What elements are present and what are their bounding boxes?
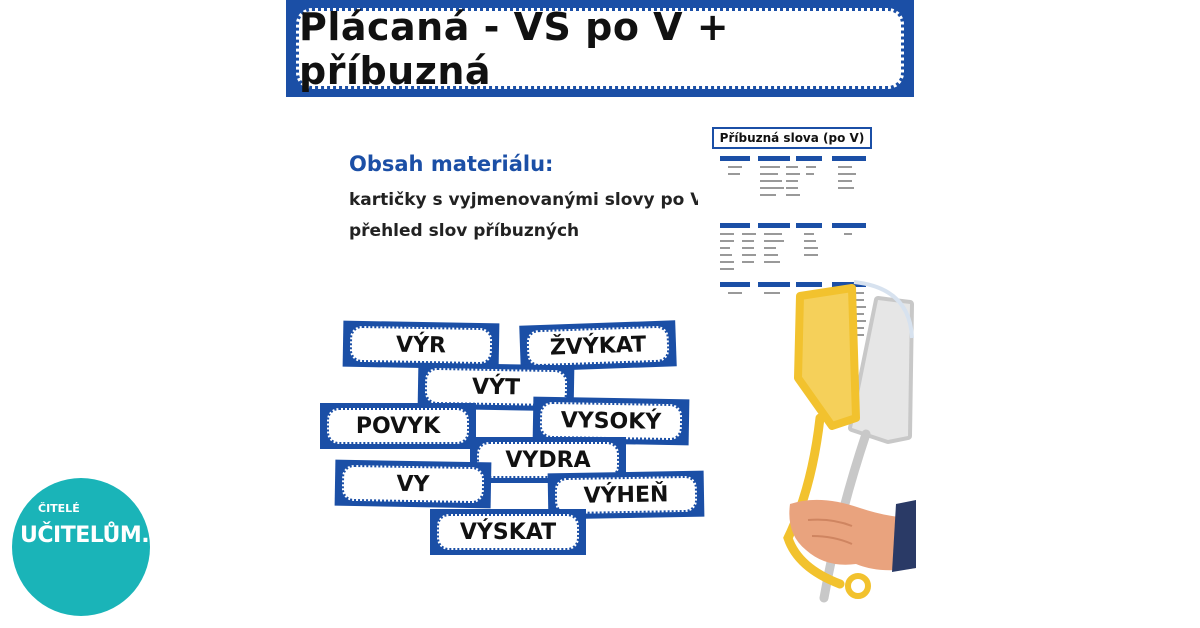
preview-text-line (760, 180, 782, 182)
preview-text-line (786, 180, 798, 182)
word-card-label: VÝSKAT (437, 514, 579, 550)
title-frame: Plácaná - VS po V + příbuzná (296, 5, 904, 93)
preview-text-line (720, 261, 734, 263)
preview-text-line (760, 166, 780, 168)
hand-icon (789, 499, 916, 572)
preview-text-line (786, 166, 798, 168)
preview-text-line (838, 180, 852, 182)
preview-text-line (760, 194, 776, 196)
preview-text-line (764, 247, 776, 249)
preview-text-line (742, 233, 756, 235)
preview-column-header (758, 223, 790, 228)
title-banner: Plácaná - VS po V + příbuzná (286, 0, 914, 97)
preview-text-line (728, 173, 740, 175)
preview-text-line (728, 292, 742, 294)
logo-text-top: ČITELÉ (38, 502, 80, 515)
word-card-label: VYSOKÝ (539, 401, 683, 441)
preview-text-line (852, 320, 866, 322)
preview-column-header (796, 223, 822, 228)
word-card-label: VYDRA (477, 442, 619, 478)
preview-text-line (852, 299, 864, 301)
preview-text-line (852, 306, 866, 308)
preview-text-line (786, 173, 800, 175)
preview-text-line (764, 292, 780, 294)
preview-column-header (720, 223, 750, 228)
preview-title: Příbuzná slova (po V) (714, 129, 870, 147)
preview-column-header (758, 156, 790, 161)
word-card: VY (334, 459, 492, 509)
preview-column-header (832, 223, 866, 228)
preview-text-line (844, 233, 852, 235)
yellow-swatter-icon (783, 284, 871, 599)
preview-title-frame: Příbuzná slova (po V) (712, 127, 872, 149)
preview-text-line (720, 254, 732, 256)
preview-text-line (760, 173, 778, 175)
preview-text-line (852, 313, 864, 315)
word-card-label: POVYK (327, 408, 469, 444)
preview-column-header (758, 282, 790, 287)
word-card: VYDRA (470, 437, 626, 483)
preview-text-line (742, 254, 756, 256)
preview-text-line (786, 194, 800, 196)
preview-text-line (806, 173, 814, 175)
preview-text-line (852, 327, 864, 329)
preview-text-line (804, 233, 814, 235)
preview-text-line (764, 240, 784, 242)
preview-text-line (720, 240, 734, 242)
preview-text-line (838, 166, 852, 168)
preview-text-line (760, 187, 784, 189)
preview-text-line (728, 166, 742, 168)
ucitele-ucitelum-logo (12, 478, 150, 616)
preview-text-line (804, 254, 818, 256)
preview-text-line (764, 261, 780, 263)
preview-text-line (742, 247, 754, 249)
preview-text-line (804, 247, 818, 249)
preview-text-line (720, 247, 730, 249)
preview-text-line (742, 261, 754, 263)
content-heading: Obsah materiálu: (349, 152, 554, 176)
preview-column-header (796, 156, 822, 161)
content-line-cards: kartičky s vyjmenovanými slovy po V (349, 190, 704, 210)
preview-text-line (764, 233, 782, 235)
word-card: VÝSKAT (430, 509, 586, 555)
word-card-label: VY (341, 464, 485, 504)
preview-text-line (720, 233, 734, 235)
preview-text-line (838, 187, 854, 189)
word-card: POVYK (320, 403, 476, 449)
logo-text-bottom: UČITELŮM.CZ (20, 523, 181, 548)
word-card-label: VÝR (349, 325, 493, 365)
preview-column-header (720, 282, 750, 287)
preview-text-line (742, 240, 754, 242)
preview-column-header (796, 282, 822, 287)
preview-column-header (832, 156, 866, 161)
preview-text-line (852, 292, 864, 294)
preview-text-line (852, 334, 864, 336)
preview-text-line (720, 268, 734, 270)
preview-text-line (764, 254, 778, 256)
content-line-overview: přehled slov příbuzných (349, 221, 580, 241)
preview-text-line (838, 173, 856, 175)
preview-text-line (804, 240, 816, 242)
preview-column-header (720, 156, 750, 161)
word-card-label: ŽVÝKAT (526, 325, 670, 367)
fly-swatter-illustration (783, 280, 916, 603)
preview-text-line (786, 187, 798, 189)
preview-text-line (806, 166, 816, 168)
page-title: Plácaná - VS po V + příbuzná (299, 4, 730, 93)
